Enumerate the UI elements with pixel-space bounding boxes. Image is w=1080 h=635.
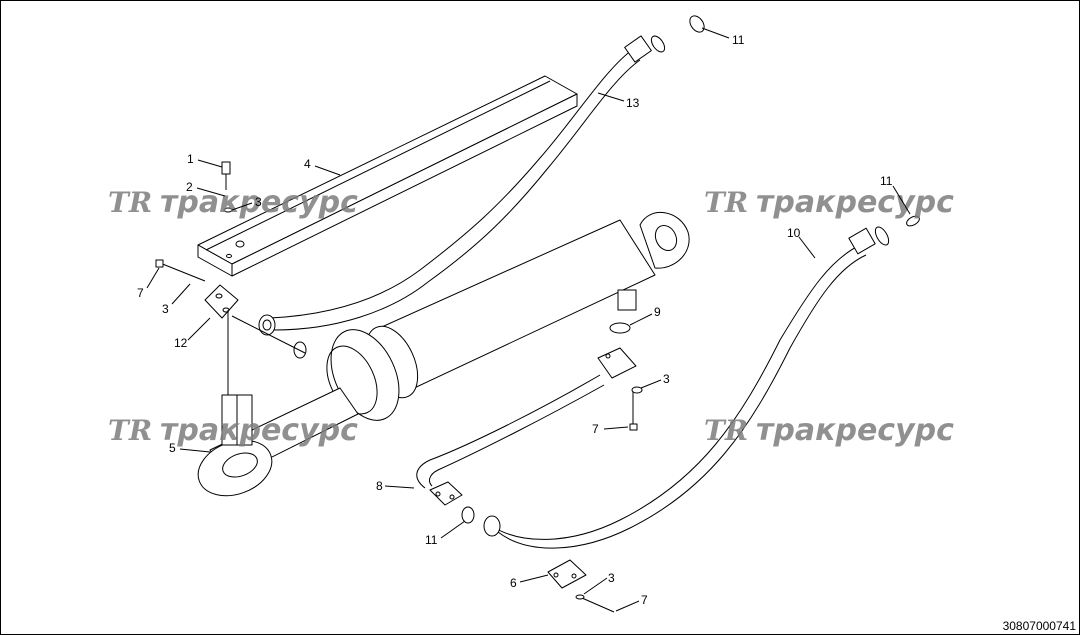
callout-4: 4 xyxy=(304,157,311,171)
watermark-bottom-right: TR тракресурс xyxy=(704,413,954,448)
callout-2: 2 xyxy=(186,180,193,194)
watermark-bottom-left: TR тракресурс xyxy=(108,413,358,448)
document-number: 30807000741 xyxy=(1002,619,1076,633)
watermark-top-left: TR тракресурс xyxy=(108,185,358,220)
callout-3-lower: 3 xyxy=(608,571,615,585)
svg-text:TR: TR xyxy=(108,414,152,447)
svg-text:тракресурс: тракресурс xyxy=(160,413,358,448)
callout-6: 6 xyxy=(510,576,517,590)
callout-11-lower: 11 xyxy=(425,533,438,547)
svg-text:TR: TR xyxy=(108,186,152,219)
callout-12: 12 xyxy=(174,336,188,350)
oring-12 xyxy=(231,315,307,359)
callout-3-mid: 3 xyxy=(663,372,670,386)
callout-7-left: 7 xyxy=(137,286,144,300)
callout-11-top: 11 xyxy=(732,33,745,47)
callout-5: 5 xyxy=(169,441,176,455)
callout-10: 10 xyxy=(787,226,801,240)
bolt-7-left xyxy=(155,259,206,282)
callouts: 1 2 3 4 3 7 3 12 5 13 11 11 10 9 3 7 8 1… xyxy=(137,33,893,607)
svg-text:тракресурс: тракресурс xyxy=(756,413,954,448)
callout-11-right: 11 xyxy=(880,174,893,188)
flange-9 xyxy=(597,322,637,379)
callout-13: 13 xyxy=(626,96,640,110)
svg-text:TR: TR xyxy=(704,186,748,219)
channel-bracket xyxy=(197,75,578,277)
callout-1: 1 xyxy=(187,152,194,166)
hose-8 xyxy=(416,374,605,506)
hose-10 xyxy=(483,215,920,549)
watermark-top-right: TR тракресурс xyxy=(704,185,954,220)
bolt-7-mid xyxy=(629,386,643,431)
callout-8: 8 xyxy=(376,479,383,493)
callout-7-lower: 7 xyxy=(641,593,648,607)
leader-lines xyxy=(146,27,911,612)
svg-text:тракресурс: тракресурс xyxy=(756,185,954,220)
callout-3-left: 3 xyxy=(162,302,169,316)
bolt-1 xyxy=(221,161,231,190)
oring-11-lower xyxy=(461,506,475,524)
flange-12 xyxy=(204,284,239,395)
callout-9: 9 xyxy=(654,305,661,319)
oring-11-top xyxy=(689,15,705,33)
svg-text:тракресурс: тракресурс xyxy=(160,185,358,220)
hydraulic-cylinder xyxy=(197,211,690,497)
bolt-7-lower xyxy=(575,594,615,613)
hose-13 xyxy=(258,35,666,336)
callout-3-top: 3 xyxy=(255,195,262,209)
flange-6 xyxy=(547,559,587,589)
callout-7-mid: 7 xyxy=(592,422,599,436)
svg-text:TR: TR xyxy=(704,414,748,447)
